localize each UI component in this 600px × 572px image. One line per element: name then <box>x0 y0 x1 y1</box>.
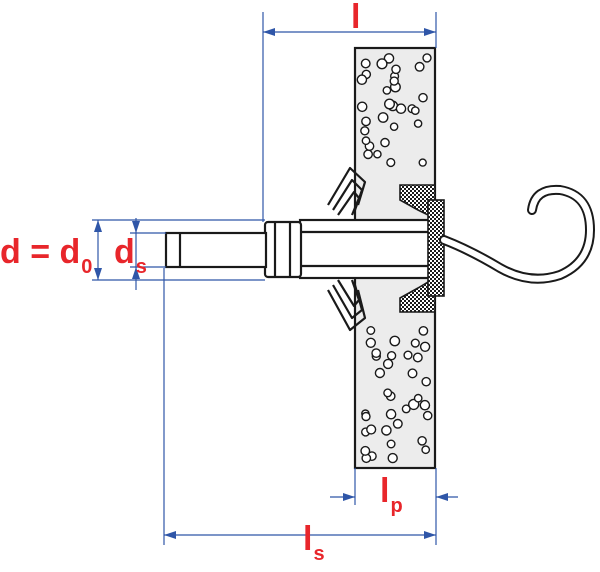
label-lp: lp <box>380 472 403 517</box>
wall-pore <box>410 106 420 116</box>
wall-pore <box>383 388 393 398</box>
wall-pore <box>389 76 399 86</box>
wall-pore <box>413 393 423 403</box>
dimension-ds <box>130 218 166 290</box>
wall-pore <box>383 53 395 64</box>
wall-pore <box>421 376 432 387</box>
wall-pore <box>418 158 427 167</box>
wall-pore <box>361 411 371 422</box>
wall-pore <box>360 58 371 69</box>
dimension-ls <box>163 268 437 545</box>
wall-pore <box>418 92 428 103</box>
wall-pore <box>417 435 427 446</box>
wall-pore <box>382 86 392 95</box>
wall-pore <box>361 116 371 127</box>
label-d-equals-d0: d = d0 <box>0 233 92 278</box>
dimension-l <box>262 12 437 222</box>
wall-pore <box>414 61 425 72</box>
wall-pore <box>376 58 388 70</box>
wall-pore <box>373 149 382 159</box>
dimension-d <box>92 219 265 281</box>
wall-pore <box>356 101 368 113</box>
label-lp-base: l <box>380 472 389 510</box>
dimension-lp <box>330 468 458 505</box>
label-ls: ls <box>303 520 325 565</box>
wall-pores <box>356 53 433 464</box>
wall-pore <box>360 126 370 136</box>
wall-pore <box>382 358 394 370</box>
wall-pore <box>374 367 386 379</box>
wall-pore <box>413 119 423 128</box>
wall-pore <box>403 350 413 360</box>
wall-pore <box>365 337 376 348</box>
label-l: l <box>351 0 360 36</box>
label-ds-sub: s <box>136 256 147 278</box>
wall-pore <box>386 157 396 168</box>
wall-pore <box>422 410 433 421</box>
anchor-wings <box>327 166 367 332</box>
wall-pore <box>384 98 396 110</box>
wall-pore <box>380 137 390 148</box>
anchor-shaft <box>298 218 442 280</box>
label-lp-sub: p <box>390 495 402 517</box>
wall-pore <box>389 335 401 347</box>
wall-pore <box>422 53 432 63</box>
wall-pore <box>366 424 377 435</box>
label-ds-base: d <box>114 233 135 271</box>
wall-pore <box>412 352 423 363</box>
label-d-equals-prefix: d = d <box>0 233 80 271</box>
label-ds: ds <box>114 233 147 278</box>
wall-pore <box>377 112 389 123</box>
wall-pore <box>385 408 397 420</box>
wall-pore <box>421 445 431 455</box>
hook <box>439 184 596 284</box>
wall-pore <box>391 64 401 75</box>
label-d0-sub: 0 <box>81 256 92 278</box>
wall-pore <box>363 149 373 160</box>
wall-pore <box>366 326 376 336</box>
wall-pore <box>395 103 407 114</box>
wall-pore <box>386 351 397 361</box>
wall-pore <box>419 399 431 411</box>
wall-pore <box>407 368 418 379</box>
wall-pore <box>410 338 420 348</box>
label-ls-base: l <box>303 520 312 558</box>
anchor-nut <box>263 220 303 279</box>
wall-pore <box>360 445 371 456</box>
wall-pore <box>419 341 431 352</box>
wall-pore <box>371 348 382 358</box>
anchor-collar <box>399 184 445 313</box>
wall-pore <box>361 136 371 146</box>
wall-pore <box>401 404 411 414</box>
wall-pore <box>418 325 429 336</box>
wall-pore <box>387 452 398 464</box>
wall-pore <box>356 74 368 85</box>
label-ls-sub: s <box>313 543 324 565</box>
wall-pore <box>381 425 392 436</box>
wall-pore <box>386 439 396 449</box>
anchor-bolt-tip <box>164 231 268 269</box>
wall-pore <box>389 122 399 131</box>
wall-pore <box>392 418 403 429</box>
